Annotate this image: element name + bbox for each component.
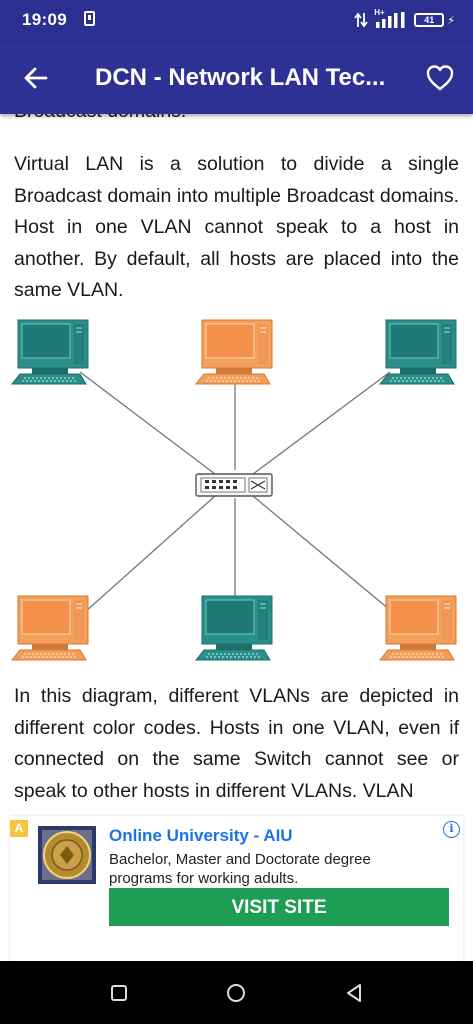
info-icon[interactable]: i bbox=[443, 821, 460, 838]
ad-description: Bachelor, Master and Doctorate degree pr… bbox=[109, 851, 371, 887]
circle-icon[interactable] bbox=[224, 981, 248, 1005]
network-type: H+ bbox=[374, 8, 385, 17]
network-switch-icon bbox=[195, 473, 273, 497]
status-icons: H+ 41 ⚡ bbox=[354, 8, 455, 31]
paragraph-vlan-colors: In this diagram, different VLANs are dep… bbox=[14, 685, 459, 802]
vlan-diagram bbox=[11, 319, 457, 661]
square-icon[interactable] bbox=[107, 981, 131, 1005]
status-time: 19:09 bbox=[22, 10, 67, 29]
arrow-left-icon[interactable] bbox=[22, 64, 50, 92]
host-computer-teal-top-left bbox=[11, 319, 89, 385]
university-seal-logo bbox=[38, 826, 96, 884]
charging-icon: ⚡ bbox=[447, 14, 455, 27]
host-computer-orange-bottom-left bbox=[11, 595, 89, 661]
host-computer-orange-bottom-right bbox=[379, 595, 457, 661]
visit-site-button[interactable]: VISIT SITE bbox=[109, 888, 449, 926]
host-computer-teal-top-right bbox=[379, 319, 457, 385]
page-title: DCN - Network LAN Tec... bbox=[95, 64, 386, 91]
signal-icon: H+ bbox=[374, 8, 408, 29]
battery-level: 41 bbox=[424, 15, 435, 25]
system-nav-bar bbox=[0, 961, 473, 1024]
ad-title[interactable]: Online University - AIU bbox=[109, 826, 293, 845]
data-transfer-icon bbox=[354, 12, 368, 28]
heart-outline-icon[interactable] bbox=[425, 63, 455, 93]
ad-banner[interactable]: A Online University - AIU Bachelor, Mast… bbox=[10, 816, 463, 961]
status-bar: 19:09 H+ 41 ⚡ bbox=[0, 0, 473, 42]
battery-icon: 41 bbox=[414, 13, 445, 27]
ad-badge: A bbox=[10, 820, 28, 837]
sim-icon bbox=[84, 11, 95, 26]
network-links bbox=[79, 371, 391, 613]
host-computer-teal-bottom-center bbox=[195, 595, 273, 661]
triangle-back-icon[interactable] bbox=[342, 981, 366, 1005]
host-computer-orange-top-center bbox=[195, 319, 273, 385]
app-bar: DCN - Network LAN Tec... bbox=[0, 42, 473, 114]
paragraph-vlan-intro: Virtual LAN is a solution to divide a si… bbox=[14, 153, 459, 301]
paragraph-cut: Broadcast domains. bbox=[14, 114, 459, 128]
article-content: Broadcast domains. Virtual LAN is a solu… bbox=[0, 114, 473, 814]
